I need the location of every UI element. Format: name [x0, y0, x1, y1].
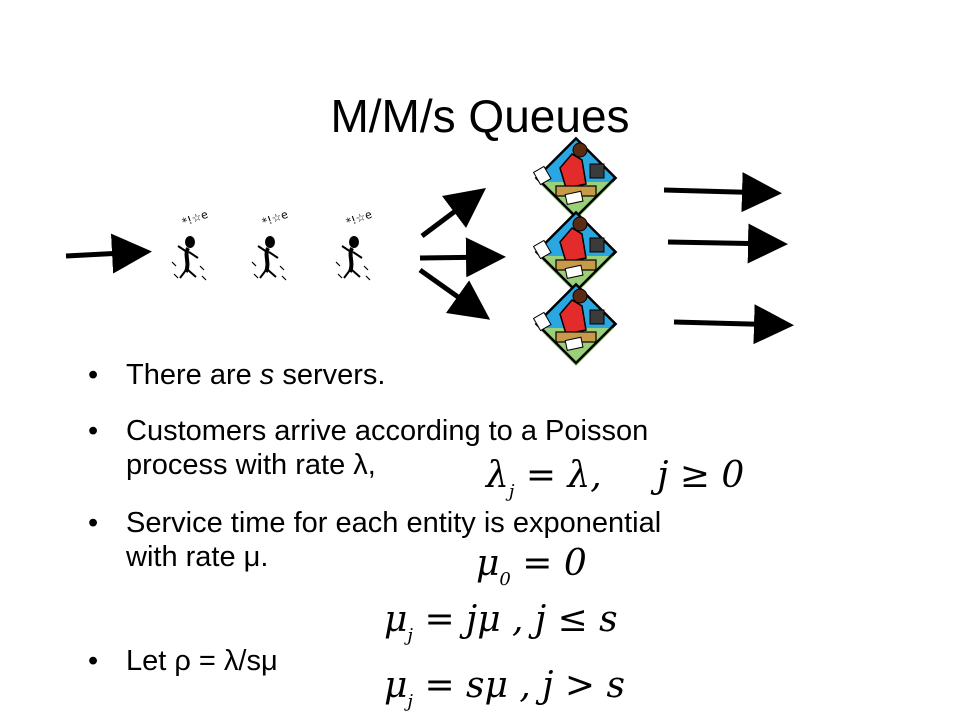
customer-figure-icon	[250, 205, 292, 282]
bullet-dot: •	[88, 507, 99, 539]
departure-arrow	[673, 304, 794, 345]
departure-arrow	[667, 223, 788, 264]
slide-title: M/M/s Queues	[330, 90, 630, 142]
bullet-dot: •	[88, 645, 99, 677]
equation-lambda: λj = λ, j ≥ 0	[486, 455, 745, 503]
customer-figure-icon	[334, 205, 376, 282]
equation-mu-j-gt-s: μj = sμ , j > s	[384, 665, 625, 713]
departure-arrow	[663, 172, 782, 213]
customer-figure-icon	[170, 205, 212, 282]
equation-mu-j-le-s: μj = jμ , j ≤ s	[384, 599, 618, 647]
server-clerk-icon	[532, 283, 617, 368]
route-arrow-middle	[419, 237, 506, 278]
bullet-dot: •	[88, 359, 99, 391]
equation-mu-zero: μ0 = 0	[476, 543, 587, 591]
server-clerk-icon	[532, 137, 617, 222]
bullet-dot: •	[88, 415, 99, 447]
route-arrow-bottom	[418, 267, 491, 320]
arrival-arrow	[65, 233, 152, 274]
route-arrow-top	[420, 188, 486, 238]
server-clerk-icon	[532, 211, 617, 296]
